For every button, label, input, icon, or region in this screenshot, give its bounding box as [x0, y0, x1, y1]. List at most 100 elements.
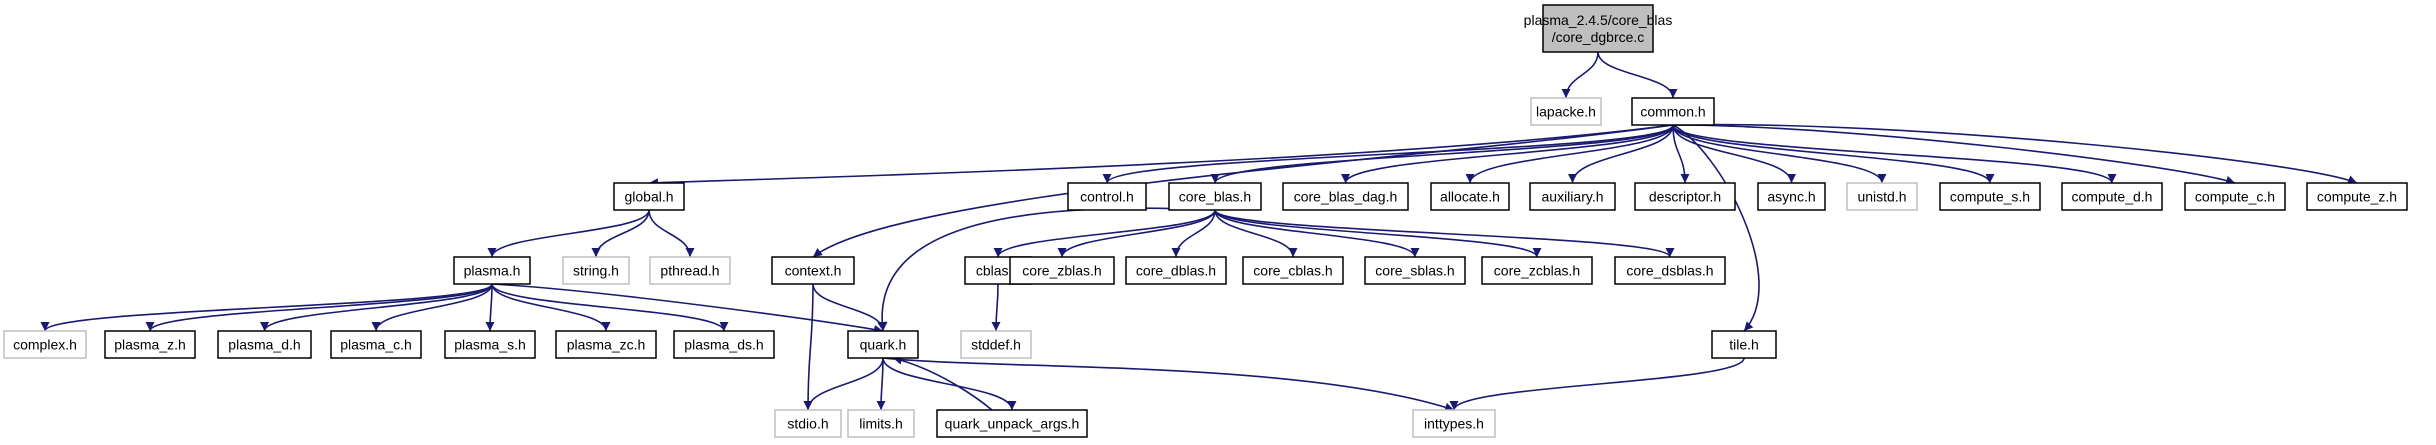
- node-root[interactable]: plasma_2.4.5/core_blas/core_dgbrce.c: [1524, 4, 1673, 53]
- edge-common-to-descriptor: [1672, 124, 1690, 184]
- node-control[interactable]: control.h: [1067, 182, 1147, 211]
- node-quark-unpack-args[interactable]: quark_unpack_args.h: [936, 409, 1088, 438]
- node-plasma-ds[interactable]: plasma_ds.h: [673, 330, 775, 359]
- node-plasma-d[interactable]: plasma_d.h: [217, 330, 312, 359]
- node-label: cblas.h: [976, 263, 1020, 279]
- node-lapacke[interactable]: lapacke.h: [1530, 97, 1602, 126]
- node-label: plasma_c.h: [340, 337, 412, 353]
- node-label: core_dblas.h: [1136, 263, 1216, 279]
- node-plasma-z[interactable]: plasma_z.h: [104, 330, 196, 359]
- node-label: core_sblas.h: [1375, 263, 1454, 279]
- node-label: common.h: [1640, 104, 1705, 120]
- node-pthread[interactable]: pthread.h: [649, 256, 731, 285]
- node-label: plasma_zc.h: [567, 337, 646, 353]
- edge-common-to-unistd: [1672, 124, 1887, 184]
- node-core-sblas[interactable]: core_sblas.h: [1364, 256, 1466, 285]
- node-descriptor[interactable]: descriptor.h: [1634, 182, 1736, 211]
- edge-common-to-tile: [1672, 124, 1760, 332]
- edge-common-to-global: [648, 124, 1674, 188]
- node-allocate[interactable]: allocate.h: [1430, 182, 1510, 211]
- node-label: allocate.h: [1440, 189, 1500, 205]
- edge-plasma-to-plasma_c: [371, 283, 493, 332]
- node-label: string.h: [573, 263, 619, 279]
- node-compute-z[interactable]: compute_z.h: [2306, 182, 2408, 211]
- edges-layer: [40, 51, 2358, 412]
- edge-global-to-string: [591, 209, 650, 258]
- node-core-dblas[interactable]: core_dblas.h: [1125, 256, 1227, 285]
- edge-common-to-compute_c: [1672, 124, 2236, 185]
- node-common[interactable]: common.h: [1631, 97, 1715, 126]
- edge-common-to-async: [1672, 124, 1796, 184]
- edge-plasma-to-quark: [491, 283, 884, 334]
- node-label: pthread.h: [660, 263, 719, 279]
- edge-core_blas-to-core_zblas: [1057, 209, 1216, 258]
- node-label: unistd.h: [1857, 189, 1906, 205]
- node-tile[interactable]: tile.h: [1711, 330, 1777, 359]
- node-async[interactable]: async.h: [1757, 182, 1826, 211]
- node-label: plasma_2.4.5/core_blas: [1524, 12, 1673, 28]
- edge-common-to-control: [1102, 124, 1674, 184]
- node-core-zcblas[interactable]: core_zcblas.h: [1481, 256, 1593, 285]
- node-label: control.h: [1080, 189, 1134, 205]
- node-stdio[interactable]: stdio.h: [774, 409, 842, 438]
- node-context[interactable]: context.h: [771, 256, 855, 285]
- edge-context-to-stdio: [803, 283, 814, 411]
- edge-plasma-to-plasma_z: [145, 283, 493, 332]
- node-label: complex.h: [13, 337, 77, 353]
- edge-common-to-compute_d: [1672, 124, 2117, 184]
- node-label: global.h: [624, 189, 673, 205]
- node-core-blas-dag[interactable]: core_blas_dag.h: [1282, 182, 1409, 211]
- edge-core_blas-to-core_zcblas: [1214, 209, 1542, 258]
- node-core-blas[interactable]: core_blas.h: [1168, 182, 1262, 211]
- node-label: core_zcblas.h: [1494, 263, 1580, 279]
- node-label: plasma.h: [464, 263, 521, 279]
- node-core-cblas[interactable]: core_cblas.h: [1242, 256, 1344, 285]
- node-plasma-s[interactable]: plasma_s.h: [444, 330, 536, 359]
- node-string[interactable]: string.h: [562, 256, 630, 285]
- node-plasma-zc[interactable]: plasma_zc.h: [555, 330, 657, 359]
- node-plasma[interactable]: plasma.h: [453, 256, 531, 285]
- node-compute-d[interactable]: compute_d.h: [2061, 182, 2163, 211]
- node-auxiliary[interactable]: auxiliary.h: [1529, 182, 1616, 211]
- node-label: core_blas.h: [1179, 189, 1251, 205]
- node-core-dsblas[interactable]: core_dsblas.h: [1614, 256, 1726, 285]
- node-limits[interactable]: limits.h: [847, 409, 915, 438]
- edge-global-to-pthread: [648, 209, 695, 258]
- node-label: lapacke.h: [1536, 104, 1596, 120]
- node-label: plasma_d.h: [228, 337, 300, 353]
- edge-quark-to-inttypes: [882, 357, 1455, 412]
- node-core-zblas[interactable]: core_zblas.h: [1009, 256, 1115, 285]
- node-global[interactable]: global.h: [613, 182, 685, 211]
- node-label: /core_dgbrce.c: [1552, 29, 1645, 45]
- node-label: inttypes.h: [1424, 416, 1484, 432]
- edge-core_blas-to-core_cblas: [1214, 209, 1298, 258]
- node-complex[interactable]: complex.h: [3, 330, 87, 359]
- node-label: core_blas_dag.h: [1294, 189, 1398, 205]
- edge-core_blas-to-core_dblas: [1171, 209, 1216, 258]
- node-compute-s[interactable]: compute_s.h: [1939, 182, 2041, 211]
- node-label: context.h: [785, 263, 842, 279]
- node-label: core_cblas.h: [1253, 263, 1332, 279]
- edge-plasma-to-complex: [40, 283, 493, 332]
- node-label: plasma_s.h: [454, 337, 526, 353]
- edge-plasma-to-plasma_s: [485, 283, 495, 332]
- edge-plasma-to-plasma_d: [260, 283, 493, 332]
- node-stddef[interactable]: stddef.h: [960, 330, 1032, 359]
- node-label: core_zblas.h: [1022, 263, 1101, 279]
- edge-common-to-allocate: [1465, 124, 1674, 184]
- node-label: quark.h: [860, 337, 907, 353]
- node-label: auxiliary.h: [1542, 189, 1604, 205]
- node-label: tile.h: [1729, 337, 1759, 353]
- edge-cblas-to-stddef: [991, 283, 1001, 332]
- edge-plasma-to-plasma_ds: [491, 283, 729, 332]
- edge-root-to-lapacke: [1561, 51, 1599, 99]
- edge-quark_unpack_args-to-quark: [892, 355, 993, 411]
- edge-quark-to-stdio: [803, 357, 884, 411]
- node-unistd[interactable]: unistd.h: [1846, 182, 1918, 211]
- node-inttypes[interactable]: inttypes.h: [1412, 409, 1496, 438]
- edge-global-to-plasma: [487, 209, 650, 258]
- node-quark[interactable]: quark.h: [847, 330, 919, 359]
- node-label: quark_unpack_args.h: [945, 416, 1080, 432]
- node-compute-c[interactable]: compute_c.h: [2184, 182, 2286, 211]
- node-plasma-c[interactable]: plasma_c.h: [330, 330, 422, 359]
